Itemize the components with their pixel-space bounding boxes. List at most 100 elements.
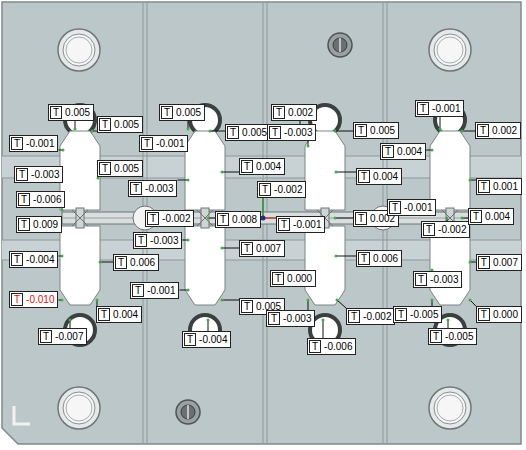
tolerance-type: T <box>98 308 110 321</box>
tolerance-type: T <box>309 340 321 353</box>
leader-line <box>100 262 113 263</box>
measure-point <box>209 130 212 133</box>
tolerance-type: T <box>430 330 442 343</box>
deviation-value: -0.003 <box>430 274 458 285</box>
deviation-value: -0.003 <box>31 169 59 180</box>
tolerance-callout: T0.006 <box>356 250 402 267</box>
tolerance-type: T <box>241 242 253 255</box>
deviation-value: 0.004 <box>485 211 510 222</box>
tolerance-callout: T-0.006 <box>307 338 356 355</box>
tolerance-type: T <box>141 137 153 150</box>
cavities <box>60 105 470 345</box>
tolerance-callout: T0.007 <box>476 254 522 271</box>
leader-line <box>208 320 209 331</box>
deviation-value: -0.001 <box>404 202 432 213</box>
deviation-value: -0.002 <box>363 311 391 322</box>
deviation-value: 0.005 <box>65 107 90 118</box>
tolerance-type: T <box>132 284 144 297</box>
measure-point <box>334 130 337 133</box>
measure-point <box>431 299 434 302</box>
deviation-value: -0.001 <box>293 219 321 230</box>
deviation-value: 0.005 <box>370 125 395 136</box>
deviation-value: -0.007 <box>55 331 83 342</box>
tolerance-type: T <box>227 126 239 139</box>
deviation-value: -0.004 <box>26 254 54 265</box>
leader-line <box>335 218 353 219</box>
tolerance-type: T <box>217 213 229 226</box>
measure-point <box>307 145 310 148</box>
deviation-value: 0.004 <box>113 309 138 320</box>
tolerance-callout: T-0.002 <box>421 221 470 238</box>
tolerance-callout: T0.002 <box>475 122 521 139</box>
tolerance-type: T <box>40 330 52 343</box>
measure-point <box>61 255 64 258</box>
deviation-value: 0.004 <box>397 146 422 157</box>
tolerance-callout: T-0.001 <box>130 282 179 299</box>
deviation-value: -0.003 <box>284 127 312 138</box>
measure-point <box>207 319 210 322</box>
deviation-value: 0.004 <box>373 171 398 182</box>
measure-point <box>461 217 464 220</box>
tolerance-type: T <box>11 253 23 266</box>
tolerance-type: T <box>358 252 370 265</box>
measure-point <box>447 319 450 322</box>
tolerance-type: T <box>355 212 367 225</box>
deviation-value: -0.004 <box>199 334 227 345</box>
deviation-value: -0.001 <box>26 138 54 149</box>
tolerance-callout: T-0.004 <box>9 251 58 268</box>
measure-point <box>336 299 339 302</box>
measure-point <box>431 149 434 152</box>
tolerance-type: T <box>161 106 173 119</box>
deviation-value: -0.003 <box>145 183 173 194</box>
tolerance-callout: T-0.006 <box>16 191 65 208</box>
tolerance-callout: T0.001 <box>476 178 522 195</box>
tolerance-callout: T0.005 <box>97 116 143 133</box>
tolerance-callout: T-0.005 <box>393 306 442 323</box>
tolerance-callout: T0.005 <box>225 124 271 141</box>
measure-point <box>96 299 99 302</box>
tolerance-callout: T-0.004 <box>182 331 231 348</box>
measure-point <box>221 299 224 302</box>
tolerance-type: T <box>147 212 159 225</box>
tolerance-callout: T0.005 <box>353 122 399 139</box>
leader-line <box>210 131 225 132</box>
leader-line <box>440 117 441 129</box>
tolerance-callout: T-0.010 <box>9 291 58 308</box>
tolerance-callout: T-0.003 <box>267 124 316 141</box>
tolerance-callout: T0.005 <box>97 160 143 177</box>
tolerance-type: T <box>423 223 435 236</box>
measure-point <box>461 130 464 133</box>
guide-holes <box>58 29 471 429</box>
measure-point <box>61 299 64 302</box>
deviation-value: -0.001 <box>156 138 184 149</box>
tolerance-callout: T-0.001 <box>276 216 325 233</box>
measure-point <box>62 149 65 152</box>
tolerance-type: T <box>273 106 285 119</box>
tolerance-type: T <box>241 160 253 173</box>
tolerance-type: T <box>135 234 147 247</box>
deviation-value: 0.005 <box>242 127 267 138</box>
tolerance-type: T <box>355 124 367 137</box>
tolerance-callout: T0.004 <box>468 208 514 225</box>
tolerance-callout: T-0.005 <box>428 328 477 345</box>
tolerance-type: T <box>358 170 370 183</box>
tolerance-callout: T0.005 <box>48 104 94 121</box>
tolerance-callout: T-0.001 <box>139 135 188 152</box>
leader-line <box>177 180 188 181</box>
deviation-value: 0.006 <box>373 253 398 264</box>
tolerance-type: T <box>241 300 253 313</box>
measure-point <box>335 171 338 174</box>
deviation-value: -0.005 <box>445 331 473 342</box>
measure-point <box>221 247 224 250</box>
tolerance-callout: T-0.002 <box>145 210 194 227</box>
tolerance-type: T <box>18 193 30 206</box>
leader-line <box>335 131 353 132</box>
measure-point <box>307 299 310 302</box>
tolerance-callout: T-0.001 <box>387 199 436 216</box>
tolerance-type: T <box>389 201 401 214</box>
deviation-value: -0.002 <box>438 224 466 235</box>
tolerance-callout: T-0.002 <box>257 181 306 198</box>
measure-point <box>335 255 338 258</box>
tolerance-callout: T0.002 <box>271 104 317 121</box>
tolerance-type: T <box>478 308 490 321</box>
